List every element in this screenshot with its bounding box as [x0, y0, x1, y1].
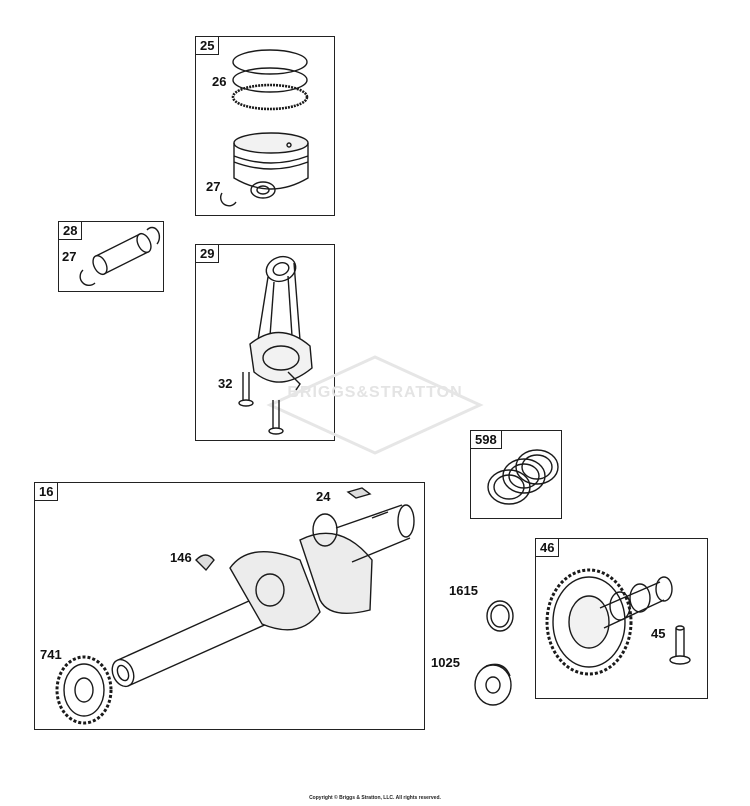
- piston-ring-mid: [232, 67, 308, 93]
- callout-741[interactable]: 741: [40, 647, 62, 662]
- kit-tag-29[interactable]: 29: [196, 245, 220, 263]
- callout-1025[interactable]: 1025: [431, 655, 460, 670]
- kit-box-598: 598: [470, 430, 562, 519]
- key-146: [195, 554, 215, 572]
- piston-ring-top: [232, 49, 308, 75]
- callout-45[interactable]: 45: [651, 626, 666, 641]
- callout-27-piston[interactable]: 27: [206, 179, 221, 194]
- retaining-clip-left: [79, 269, 96, 287]
- rod-bolt-2: [268, 400, 284, 435]
- piston-pin: [92, 232, 152, 276]
- washer-1615: [486, 600, 514, 632]
- kit-box-25: 25: [195, 36, 335, 216]
- retaining-clip-right: [146, 226, 161, 245]
- kit-box-16: 16: [34, 482, 425, 730]
- crank-gear-741: [55, 655, 113, 725]
- kit-box-29: 29: [195, 244, 335, 441]
- key-24: [346, 487, 372, 499]
- camshaft: [545, 568, 673, 676]
- piston: [233, 132, 309, 199]
- callout-32[interactable]: 32: [218, 376, 233, 391]
- connecting-rod: [249, 255, 313, 391]
- callout-26[interactable]: 26: [212, 74, 227, 89]
- rod-bolt-1: [238, 372, 254, 407]
- spacer-1025: [474, 663, 512, 706]
- ring-set-598: [487, 449, 559, 505]
- watermark-logo: BRIGGS&STRATTON: [287, 384, 463, 401]
- callout-27-pin[interactable]: 27: [62, 249, 77, 264]
- callout-146[interactable]: 146: [170, 550, 192, 565]
- piston-ring-oil: [231, 83, 309, 111]
- kit-tag-16[interactable]: 16: [35, 483, 59, 501]
- kit-box-46: 46: [535, 538, 708, 699]
- kit-tag-46[interactable]: 46: [536, 539, 560, 557]
- copyright-notice: Copyright © Briggs & Stratton, LLC. All …: [309, 795, 441, 801]
- crankshaft: [111, 504, 415, 688]
- callout-24[interactable]: 24: [316, 489, 331, 504]
- valve-tappet-45: [669, 625, 691, 665]
- callout-1615[interactable]: 1615: [449, 583, 478, 598]
- kit-box-28: 28: [58, 221, 164, 292]
- piston-pin-clip: [219, 192, 237, 207]
- kit-tag-25[interactable]: 25: [196, 37, 220, 55]
- kit-tag-598[interactable]: 598: [471, 431, 502, 449]
- kit-tag-28[interactable]: 28: [59, 222, 83, 240]
